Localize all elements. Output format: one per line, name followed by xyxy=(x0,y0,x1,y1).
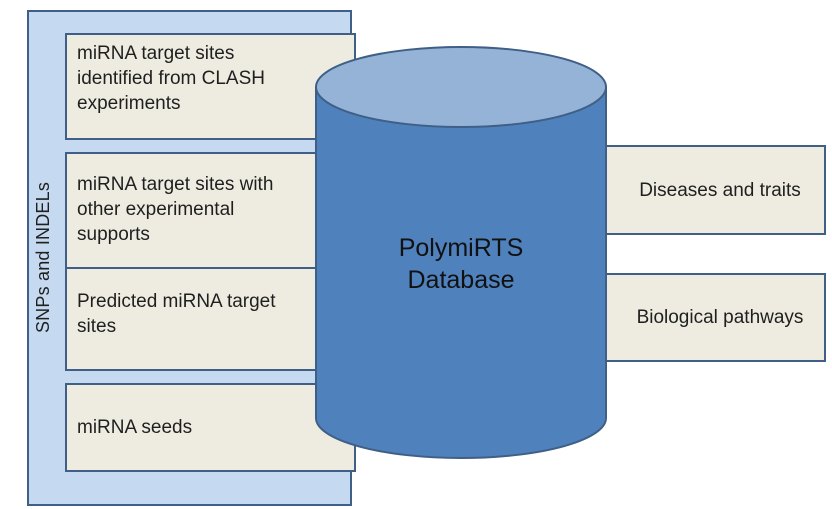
cylinder-top xyxy=(315,46,607,128)
box-clash-sites: miRNA target sites identified from CLASH… xyxy=(65,33,356,140)
box-predicted-sites: Predicted miRNA target sites xyxy=(65,267,356,371)
box-mirna-seeds: miRNA seeds xyxy=(65,383,356,472)
box-diseases-traits: Diseases and traits xyxy=(604,145,826,235)
database-label: PolymiRTS Database xyxy=(316,232,606,296)
database-label-line1: PolymiRTS xyxy=(398,234,524,262)
database-label-line2: Database xyxy=(407,266,515,294)
cylinder-body xyxy=(315,86,607,459)
